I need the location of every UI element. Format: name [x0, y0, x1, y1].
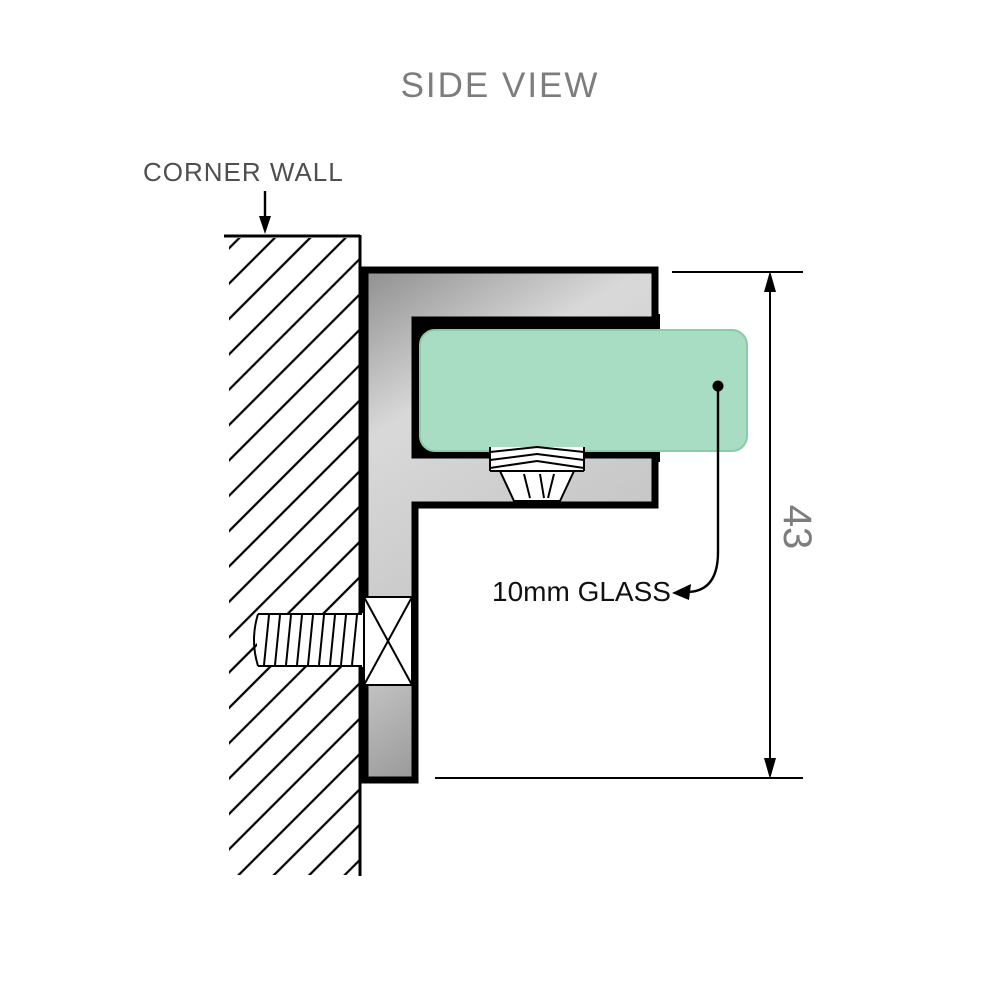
page-title: SIDE VIEW — [400, 66, 600, 105]
bracket-metal-body — [361, 266, 659, 784]
corner-wall-label: CORNER WALL — [143, 157, 344, 187]
double-ended-vertical-arrow-icon — [435, 271, 803, 779]
wall-screw-head — [363, 596, 413, 686]
dimension-value: 43 — [775, 504, 819, 550]
grub-screw — [489, 445, 585, 502]
curved-leader-arrow-icon — [672, 380, 724, 600]
down-arrow-icon — [259, 191, 271, 234]
wall-section — [224, 234, 362, 876]
wall-hatching — [229, 238, 359, 875]
glass-panel — [419, 329, 748, 452]
glass-label: 10mm GLASS — [492, 576, 671, 607]
wall-screw — [253, 596, 413, 686]
